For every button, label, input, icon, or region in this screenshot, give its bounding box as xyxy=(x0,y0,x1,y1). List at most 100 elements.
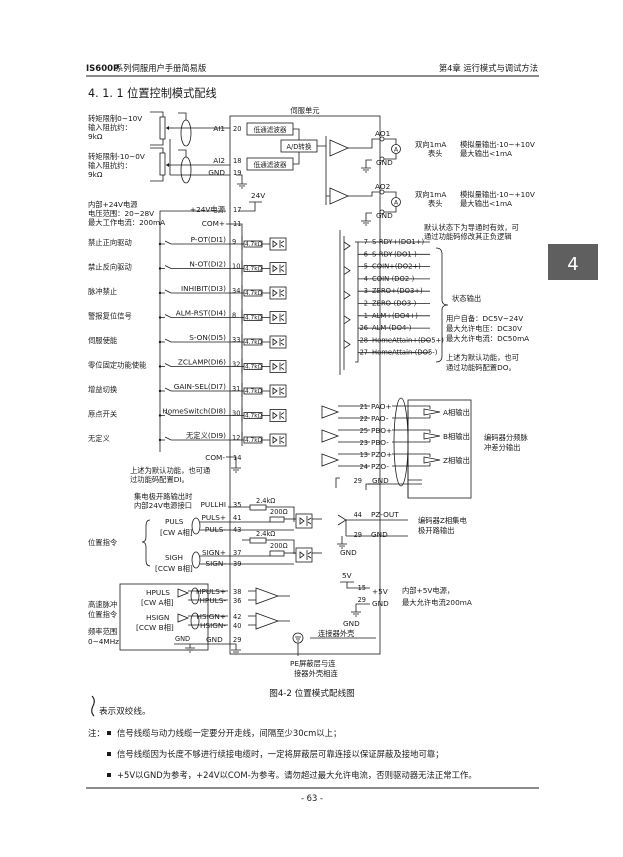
highspeed-input-section: 高速脉冲 位置指令 频率范围 0~4MHz HPULS [CW A相] HSIG… xyxy=(88,583,290,655)
di-pin-name: INHIBIT(DI3) xyxy=(181,284,226,293)
pz-gnd-symbol-label: GND xyxy=(340,548,357,557)
ao2-meter-label2: 表头 xyxy=(428,199,443,208)
puls-phase: [CW A相] xyxy=(160,528,193,537)
lowpass-filter-2-label: 低通滤波器 xyxy=(254,160,287,169)
di-pin-number: 8 xyxy=(232,312,236,320)
ai1-impedance: 输入阻抗约： xyxy=(88,123,132,132)
di-resistor xyxy=(243,387,263,395)
resistor-puls xyxy=(269,516,285,523)
di-pin-number: 32 xyxy=(232,361,240,369)
ao2-meter-label: 双向1mA xyxy=(415,190,446,199)
di-optocoupler xyxy=(269,262,287,275)
pin-hpuls-plus: HPULS+ xyxy=(196,587,226,596)
encoder-channel: B相输出 xyxy=(321,429,470,443)
di-pin-name: 无定义(DI9) xyxy=(186,431,226,440)
hsign-driver xyxy=(177,613,190,623)
pz-gnd-label: GND xyxy=(371,530,388,539)
supply-section: 内部+24V电源 电压范围：20~28V 最大工作电流：200mA 24V +2… xyxy=(88,191,265,452)
di-optocoupler-icon xyxy=(272,411,285,420)
supply-note-current: 最大工作电流：200mA xyxy=(88,218,165,227)
ai2-range: 转矩限制-10~0V xyxy=(88,152,145,161)
pz-out-transistor xyxy=(337,514,347,526)
do-transistor-icon xyxy=(343,340,351,349)
hs-note-line2: 位置指令 xyxy=(88,610,118,619)
di-function-label: 零位固定功能使能 xyxy=(88,361,147,370)
r24-label-1: 2.4kΩ xyxy=(256,497,275,505)
pin-hs-gnd: GND xyxy=(206,635,223,644)
pin-hpuls-plus-num: 38 xyxy=(233,588,241,596)
di-function-label: 原点开关 xyxy=(88,410,117,419)
ai1-ohms: 9kΩ xyxy=(88,132,103,141)
do-note-line1: 上述为默认功能，也可 xyxy=(446,353,519,362)
hs-note-line1: 高速脉冲 xyxy=(88,600,117,609)
note-1: 信号线缆与动力线缆一定要分开走线，间隔至少30cm以上； xyxy=(117,728,341,738)
encoder-channel: A相输出 xyxy=(321,405,470,419)
pulse-input-section: 集电极开路输出时 内部24V电源接口 PULLHI 35 2.4kΩ PULS … xyxy=(88,492,322,573)
p5v-gnd-label: GND xyxy=(372,599,389,608)
hpuls-driver xyxy=(177,588,190,598)
p5v-num: 15 xyxy=(358,584,366,592)
di-resistor-label: 4.7kΩ xyxy=(245,242,263,248)
encoder-note-line2: 冲差分输出 xyxy=(484,443,520,452)
di-pin-name: P-OT(DI1) xyxy=(191,235,227,244)
di-resistor-label: 4.7kΩ xyxy=(245,316,263,322)
chapter-tab-number: 4 xyxy=(567,254,578,275)
di-row: 禁止正向驱动 P-OT(DI1) 9 4.7kΩ xyxy=(88,235,287,251)
ao1-amplifier xyxy=(329,139,349,157)
shell-ground-icon xyxy=(292,632,304,644)
encoder-pin-number: 21 xyxy=(360,403,368,411)
di-resistor-label: 4.7kΩ xyxy=(245,340,263,346)
v5-label: 5V xyxy=(342,571,352,580)
encoder-pin-number: 13 xyxy=(360,451,368,459)
analog-output-section: AO1 A GND 双向1mA 表头 模拟量输出-10~+10V 最大输出<1m… xyxy=(317,129,535,226)
p5v-gnd-symbol-label: GND xyxy=(343,619,360,628)
pin-ai1: AI1 xyxy=(213,124,225,133)
di-junction-dot xyxy=(158,316,162,319)
pz-note-line1: 编码器Z相集电 xyxy=(418,516,467,525)
di-junction-dot xyxy=(158,389,162,393)
pin-hsign-minus: HSIGN- xyxy=(200,621,226,630)
di-junction-dot xyxy=(158,414,162,417)
di-optocoupler-icon xyxy=(272,313,285,322)
svg-text:A: A xyxy=(394,147,399,154)
di-function-label: 禁止正向驱动 xyxy=(88,238,132,247)
do-top-note-line2: 通过功能码修改其正负逻辑 xyxy=(424,232,512,241)
di-resistor xyxy=(243,314,263,321)
di-resistor xyxy=(243,338,263,346)
di-note-line2: 过功能码配置DI。 xyxy=(130,475,189,484)
pin-ai2-num: 18 xyxy=(233,157,241,165)
encoder-line-receiver xyxy=(423,456,441,464)
di-resistor xyxy=(243,240,263,248)
p5v-note-line2: 最大允许电流200mA xyxy=(402,598,472,607)
hs-note-line3: 频率范围 xyxy=(88,627,117,636)
p5v-label: +5V xyxy=(372,587,388,596)
di-pin-number: 9 xyxy=(232,238,236,246)
potentiometer-2 xyxy=(159,152,166,176)
di-optocoupler xyxy=(269,409,287,422)
pullhi-note-line2: 内部24V电源接口 xyxy=(134,501,192,510)
di-resistor-label: 4.7kΩ xyxy=(245,365,263,371)
pin-hsign-minus-num: 40 xyxy=(233,622,241,630)
pin-com-plus: COM+ xyxy=(202,219,225,228)
pin-sign-plus-num: 37 xyxy=(233,549,241,557)
di-resistor xyxy=(243,412,263,419)
pin-gnd-19: GND xyxy=(208,168,225,177)
pin-hpuls-minus: HPULS- xyxy=(199,596,226,605)
pin-ai1-num: 20 xyxy=(233,125,241,133)
di-pin-name: ALM-RST(DI4) xyxy=(176,309,226,318)
com-minus-section: COM- 14 上述为默认功能，也可通 过功能码配置DI。 xyxy=(130,453,241,484)
di-optocoupler-icon xyxy=(272,436,285,444)
pin-hsign-plus-num: 42 xyxy=(233,613,241,621)
pos-cmd-brace xyxy=(141,519,151,567)
